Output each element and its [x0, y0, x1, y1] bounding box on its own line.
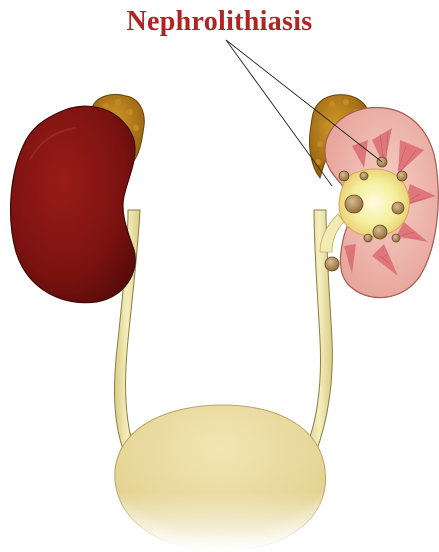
kidney-with-stones-icon	[320, 108, 438, 298]
ureter-stone	[325, 257, 339, 271]
healthy-kidney-icon	[11, 106, 136, 302]
bladder	[100, 400, 340, 552]
